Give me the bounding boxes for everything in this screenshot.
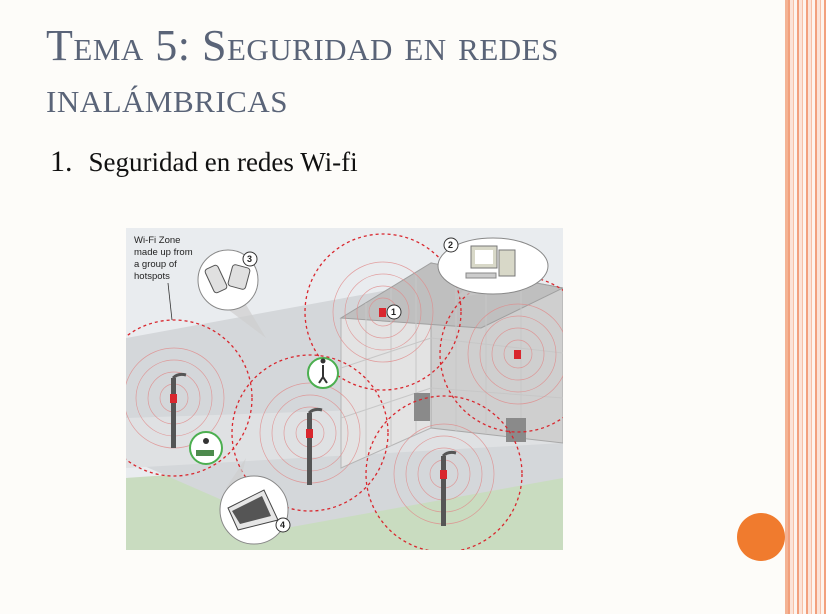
badge-2: 2 [448, 240, 453, 250]
callout-phones [197, 249, 266, 338]
badge-3: 3 [247, 254, 252, 264]
callout-desktop [437, 237, 549, 298]
callout-badges: 1 2 3 4 [242, 237, 459, 533]
zone-label-line-1: Wi-Fi Zone [134, 235, 180, 246]
bullet-text: Seguridad en redes Wi-fi [88, 147, 358, 177]
badge-1: 1 [391, 307, 396, 317]
lamp-posts [171, 372, 457, 526]
wifi-zone-svg: Wi-Fi Zone made up from a group of hotsp… [126, 228, 563, 550]
zone-label: Wi-Fi Zone made up from a group of hotsp… [134, 235, 193, 321]
zone-label-line-2: made up from [134, 247, 193, 258]
bullet-number: 1. [50, 145, 73, 178]
wifi-zone-illustration: Wi-Fi Zone made up from a group of hotsp… [126, 228, 563, 550]
border-stripe-inner [785, 0, 788, 614]
zone-label-line-4: hotspots [134, 271, 170, 282]
callout-laptop [219, 458, 289, 545]
orange-accent-circle [737, 513, 785, 561]
access-points [170, 308, 521, 479]
border-stripe [788, 0, 826, 614]
badge-4: 4 [280, 520, 285, 530]
slide-title: Tema 5: Seguridad en redes inalámbricas [46, 21, 559, 122]
user-markers [189, 357, 339, 465]
zone-label-line-3: a group of [134, 259, 177, 270]
signal-rings [126, 261, 563, 525]
bullet-item: 1. Seguridad en redes Wi-fi [50, 145, 358, 179]
